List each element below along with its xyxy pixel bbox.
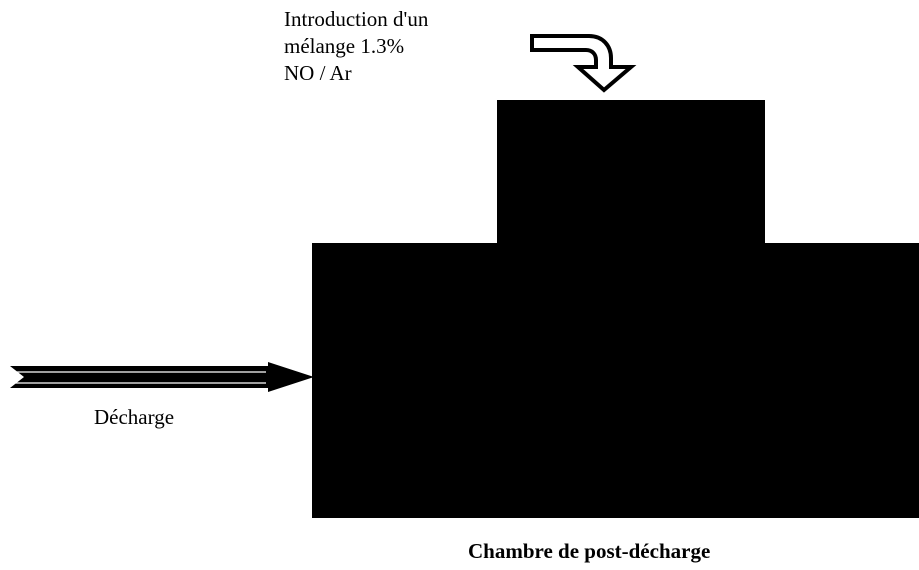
gas-inlet-label: Introduction d'un mélange 1.3% NO / Ar (284, 6, 428, 87)
chamber-top (497, 100, 765, 246)
gas-inlet-label-line3: NO / Ar (284, 61, 352, 85)
inlet-curved-arrow-icon (530, 34, 637, 93)
discharge-arrow-icon (10, 362, 314, 392)
gas-inlet-label-line2: mélange 1.3% (284, 34, 405, 58)
gas-inlet-label-line1: Introduction d'un (284, 7, 429, 31)
chamber-label: Chambre de post-décharge (468, 539, 711, 563)
chamber-body (312, 243, 919, 518)
discharge-label: Décharge (94, 405, 175, 429)
